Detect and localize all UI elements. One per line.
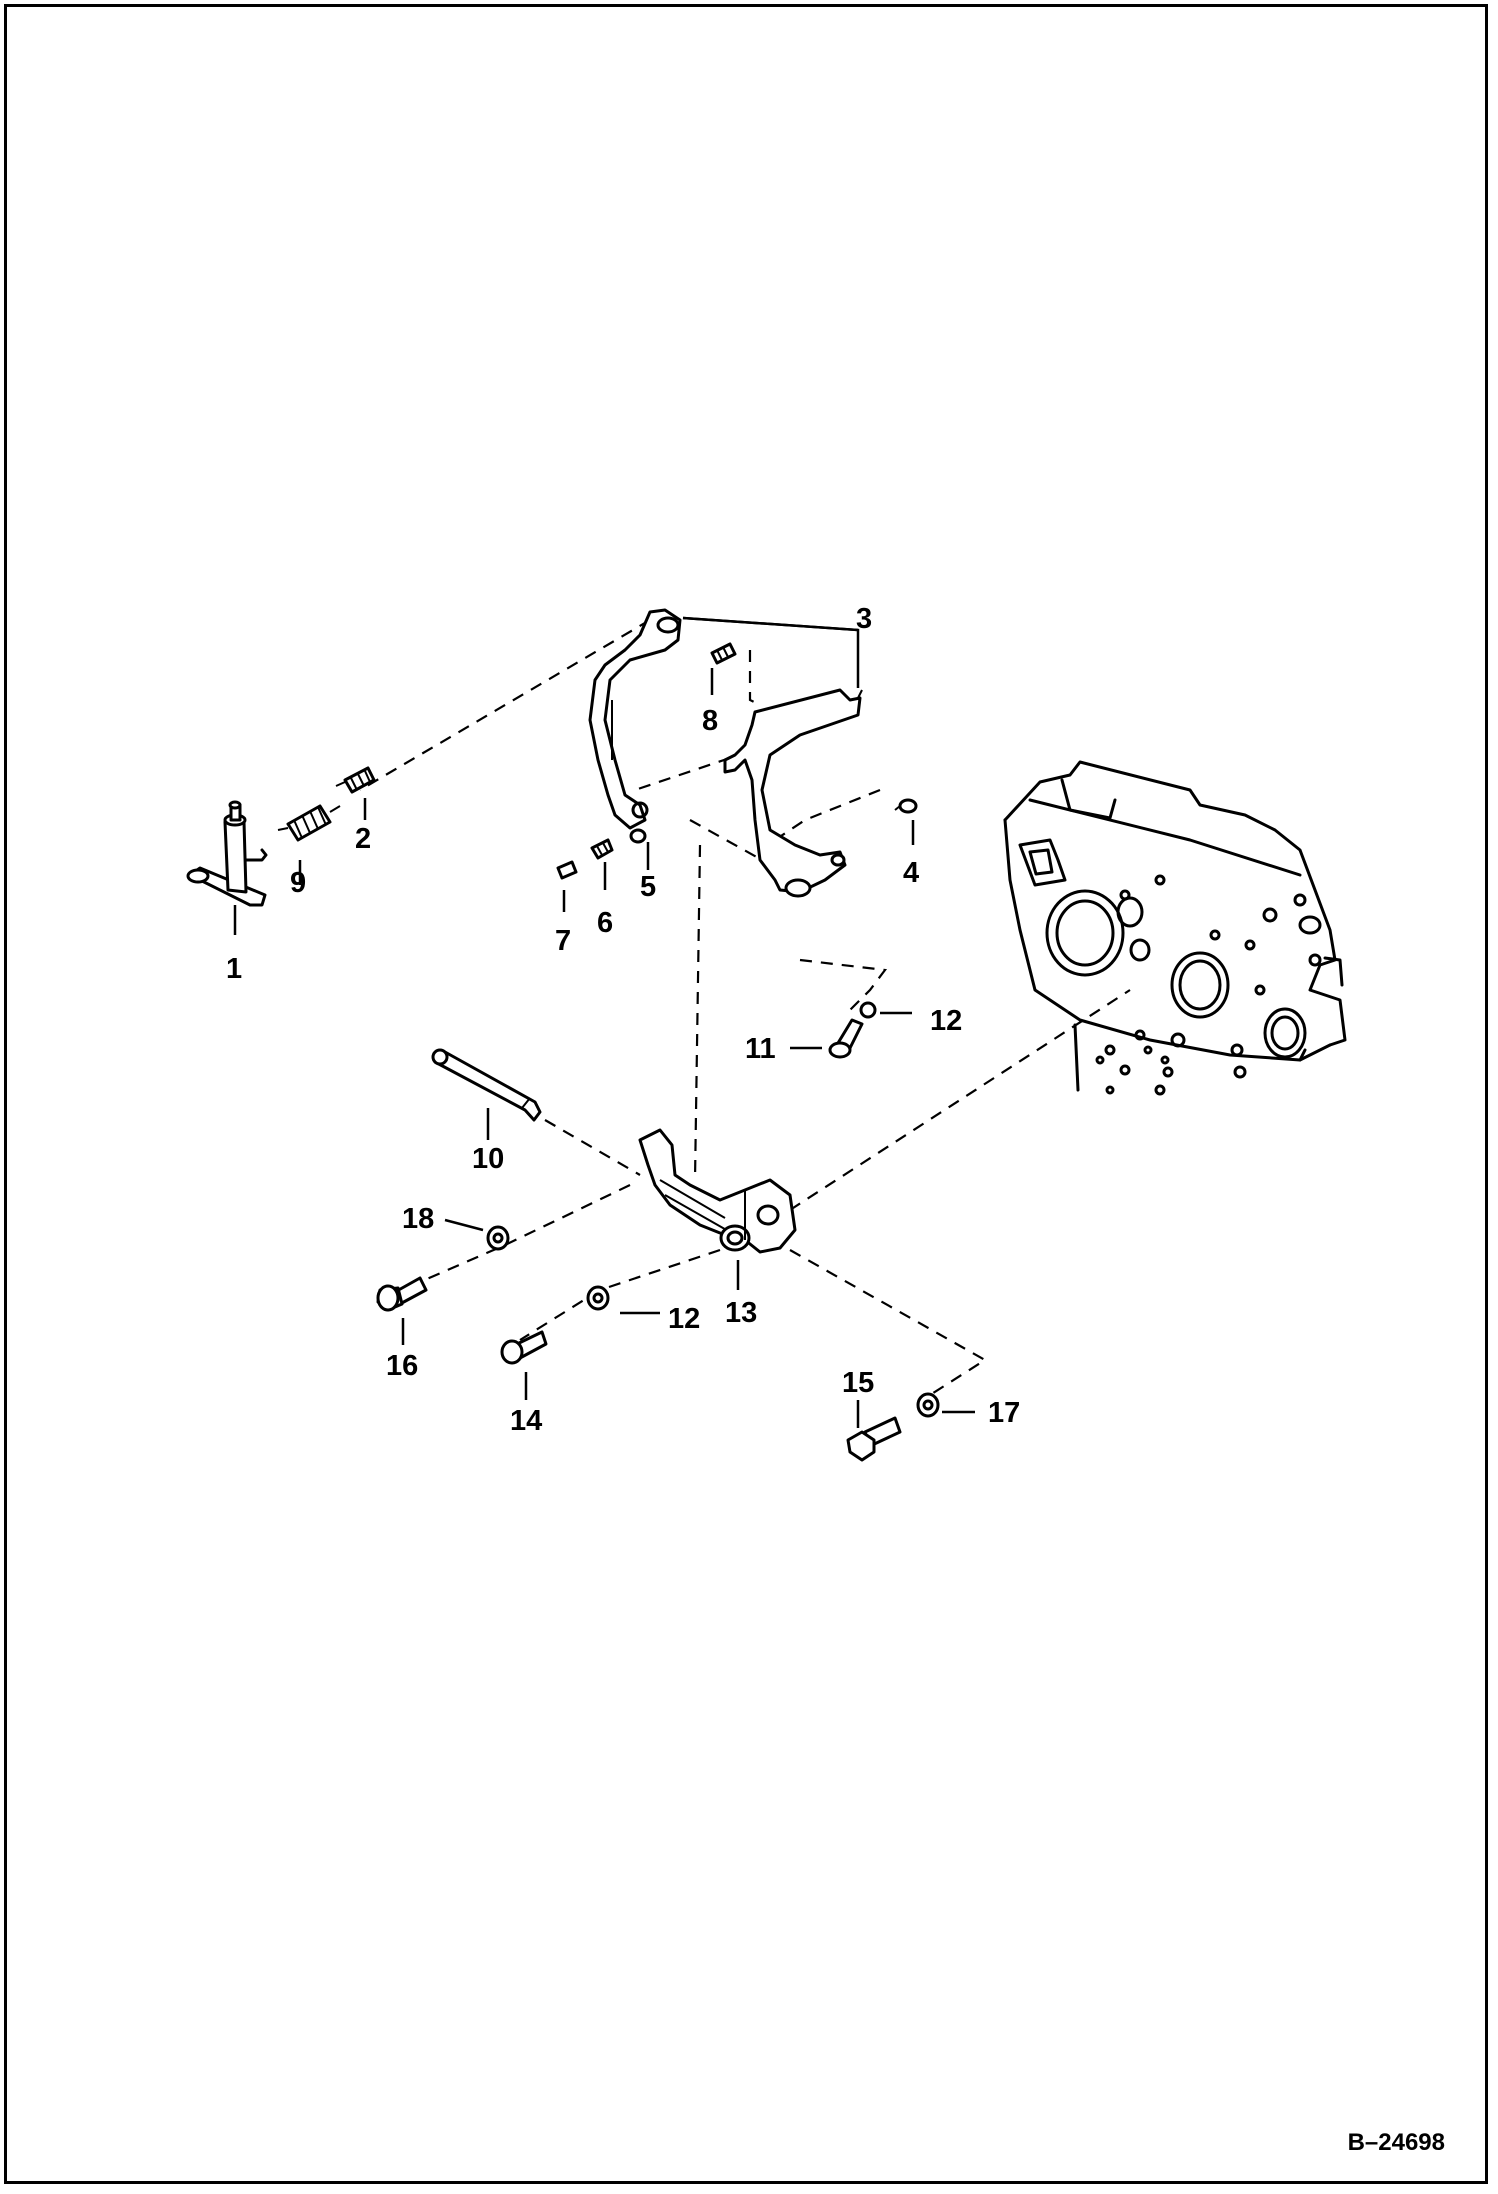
label-part-2: 2 [355, 823, 371, 855]
label-part-15: 15 [842, 1367, 874, 1399]
label-part-14: 14 [510, 1405, 542, 1437]
label-part-7: 7 [555, 925, 571, 957]
part-9-spring [277, 804, 341, 842]
label-part-8: 8 [702, 705, 718, 737]
part-2-spring [335, 766, 376, 794]
label-part-1: 1 [226, 953, 242, 985]
label-part-6: 6 [597, 907, 613, 939]
label-part-5: 5 [640, 871, 656, 903]
label-part-16: 16 [386, 1350, 418, 1382]
label-part-4: 4 [903, 857, 919, 889]
part-13-bracket [638, 1128, 797, 1254]
drawing-reference-number: B–24698 [1348, 2129, 1445, 2156]
label-part-17: 17 [988, 1397, 1020, 1429]
drawing-border [4, 4, 1488, 2184]
label-part-11: 11 [745, 1033, 776, 1065]
leader-lines [233, 616, 975, 1428]
part-16-bolt [376, 1276, 428, 1312]
part-3-governor-levers [588, 608, 863, 898]
part-labels: 1 2 3 4 5 6 7 8 9 10 11 12 12 13 14 15 1… [226, 603, 1020, 1437]
part-11-bolt-and-12-washer [828, 1001, 877, 1059]
part-14-bolt [500, 1330, 548, 1365]
part-10-pin [431, 1048, 542, 1122]
label-part-10: 10 [472, 1143, 504, 1175]
part-8-spring [710, 642, 737, 665]
label-part-3: 3 [856, 603, 872, 635]
part-18-washer [486, 1225, 510, 1251]
part-12-washer-lower [586, 1285, 610, 1311]
label-part-12-upper: 12 [930, 1005, 962, 1037]
part-4-screw [894, 798, 918, 814]
parts-5-6-7-small-hardware [556, 828, 647, 880]
part-17-washer [916, 1392, 940, 1418]
assembly-lines [359, 619, 1131, 1396]
label-part-13: 13 [725, 1297, 757, 1329]
label-part-18: 18 [402, 1203, 434, 1235]
label-part-9: 9 [290, 867, 306, 899]
label-part-12-lower: 12 [668, 1303, 700, 1335]
engine-block [1003, 760, 1347, 1096]
part-15-bolt [846, 1416, 902, 1462]
part-1-shaft-lever [186, 800, 268, 907]
